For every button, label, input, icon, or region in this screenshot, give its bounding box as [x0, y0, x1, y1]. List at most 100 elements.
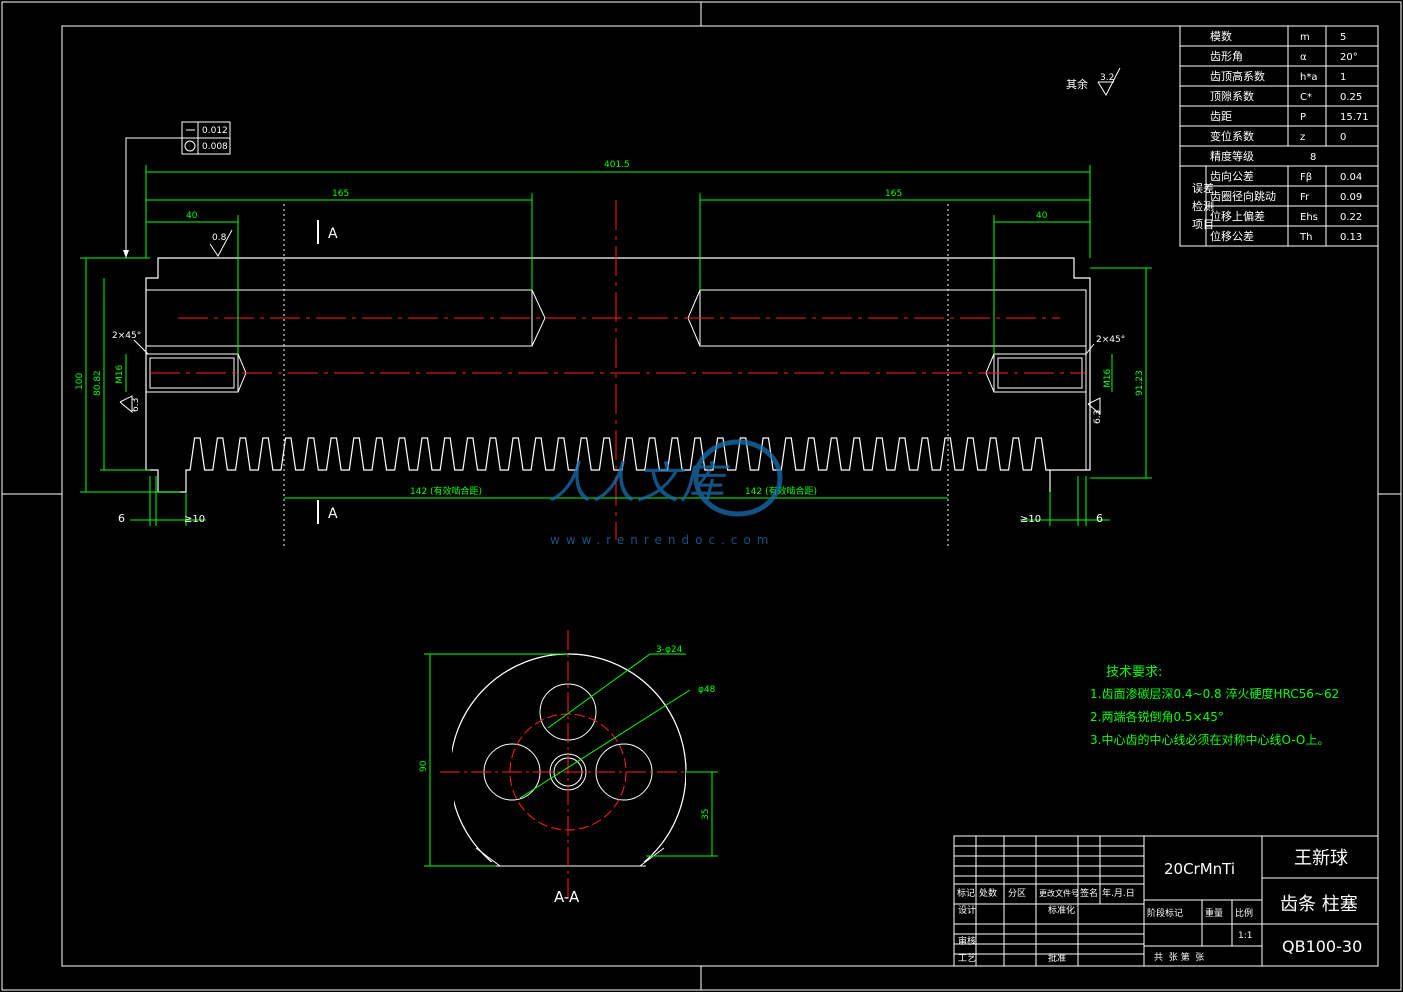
param-sym-2: h*a — [1300, 72, 1317, 83]
tb-h-chushu: 处数 — [979, 887, 997, 899]
param-val-3: 0.25 — [1340, 92, 1362, 103]
tb-scale: 1:1 — [1238, 931, 1252, 941]
param-label-10: 位移公差 — [1210, 229, 1254, 243]
tech-requirements: 技术要求: 1.齿面渗碳层深0.4~0.8 淬火硬度HRC56~62 2.两端各… — [1090, 665, 1339, 747]
rack-main-view — [145, 257, 1091, 493]
param-group-label-3: 项目 — [1192, 218, 1214, 231]
tb-h-gengai: 更改文件号 — [1039, 888, 1079, 898]
param-label-7: 齿向公差 — [1210, 169, 1254, 183]
param-val-9: 0.22 — [1340, 212, 1362, 223]
param-val-1: 20° — [1340, 52, 1358, 63]
param-val-6: 8 — [1310, 152, 1316, 163]
tb-r-gongyi: 工艺 — [958, 953, 976, 964]
dim-height-mid-left: 80.82 — [93, 370, 103, 396]
param-val-7: 0.04 — [1340, 172, 1362, 183]
section-aa: 3-φ24 φ48 90 35 A-A — [419, 630, 718, 906]
param-label-9: 位移上偏差 — [1210, 209, 1265, 223]
dim-left-165: 165 — [332, 189, 349, 199]
param-label-3: 顶隙系数 — [1210, 89, 1254, 103]
dim-right-165: 165 — [885, 189, 902, 199]
dim-total: 401.5 — [604, 160, 630, 170]
rough-left: 6.3 — [131, 398, 141, 412]
section-a-bottom: A — [328, 506, 338, 522]
tb-h-zhongliang: 重量 — [1205, 907, 1223, 919]
section-flat-label: 35 — [701, 809, 711, 820]
param-val-8: 0.09 — [1340, 192, 1362, 203]
section-pcd-label: φ48 — [698, 685, 716, 695]
dim-right-ge10: ≥10 — [1020, 514, 1041, 525]
param-label-5: 变位系数 — [1210, 129, 1254, 143]
dim-left-ge10: ≥10 — [184, 514, 205, 525]
dim-m16-right: M16 — [1103, 369, 1113, 388]
param-val-0: 5 — [1340, 32, 1346, 43]
param-label-2: 齿顶高系数 — [1210, 69, 1265, 83]
param-label-8: 齿圈径向跳动 — [1210, 189, 1276, 203]
dim-left-6: 6 — [118, 512, 125, 525]
tb-h-biaoji: 标记 — [957, 887, 975, 899]
rough-right: 6.3 — [1093, 410, 1103, 424]
surface-note-label: 其余 — [1066, 77, 1088, 91]
tolerance-value-1: 0.012 — [202, 126, 228, 136]
watermark-brand: 人人文库 — [548, 458, 731, 509]
param-label-6: 精度等级 — [1210, 149, 1254, 163]
tb-designer-name: 王新球 — [1294, 848, 1348, 869]
param-val-2: 1 — [1340, 72, 1346, 83]
dim-right-40: 40 — [1036, 211, 1048, 221]
tb-part-name: 齿条 柱塞 — [1280, 894, 1358, 915]
tb-r-shenhe: 审核 — [958, 935, 976, 947]
dim-pitch-right: 142 (有效啮合距) — [745, 485, 817, 497]
tb-h-date: 年.月.日 — [1102, 887, 1135, 899]
param-sym-1: α — [1300, 52, 1307, 63]
param-sym-10: Th — [1299, 232, 1312, 243]
section-holes-label: 3-φ24 — [656, 645, 683, 655]
center-lines — [150, 200, 1085, 540]
param-sym-7: Fβ — [1300, 172, 1312, 183]
tb-drawing-no: QB100-30 — [1282, 937, 1362, 956]
tech-item-2: 2.两端各锐倒角0.5×45° — [1090, 709, 1224, 724]
tb-h-bili: 比例 — [1235, 907, 1253, 919]
tb-r-sheji: 设计 — [958, 904, 976, 916]
title-block: 20CrMnTi 王新球 齿条 柱塞 QB100-30 标记 处数 分区 更改文… — [953, 835, 1379, 967]
dim-m16-left: M16 — [115, 365, 125, 384]
dim-pitch-left: 142 (有效啮合距) — [410, 485, 482, 497]
tech-title: 技术要求: — [1106, 665, 1162, 680]
param-sym-8: Fr — [1300, 192, 1310, 203]
surface-note: 其余 3.2 — [1066, 67, 1121, 97]
tolerance-frame: 0.012 0.008 — [123, 121, 231, 258]
inner-frame — [61, 25, 1379, 967]
tech-item-1: 1.齿面渗碳层深0.4~0.8 淬火硬度HRC56~62 — [1090, 686, 1339, 701]
rack-body — [145, 257, 1091, 493]
section-a-top: A — [328, 226, 338, 242]
tb-material: 20CrMnTi — [1164, 860, 1235, 878]
param-sym-9: Ehs — [1300, 212, 1318, 223]
param-val-4: 15.71 — [1340, 112, 1369, 123]
dimensions: 401.5 165 165 40 40 0.8 142 (有效啮合距) 142 … — [75, 160, 1152, 526]
tb-r-biaozhunhua: 标准化 — [1048, 904, 1075, 916]
tb-h-jieduan: 阶段标记 — [1147, 907, 1183, 919]
param-val-5: 0 — [1340, 132, 1346, 143]
chamfer-right: 2×45° — [1096, 335, 1125, 345]
tb-r-pizhun: 批准 — [1048, 952, 1066, 964]
param-label-0: 模数 — [1210, 30, 1232, 43]
dim-left-40: 40 — [186, 211, 198, 221]
chamfer-left: 2×45° — [112, 331, 141, 341]
param-val-10: 0.13 — [1340, 232, 1362, 243]
tb-h-qianming: 签名 — [1080, 887, 1098, 899]
section-dia-label: 90 — [419, 760, 429, 772]
tb-h-fenqu: 分区 — [1008, 888, 1026, 899]
dim-right-6: 6 — [1096, 512, 1103, 525]
param-label-1: 齿形角 — [1210, 50, 1243, 63]
watermark: 人人文库 www.renrendoc.com — [548, 439, 783, 547]
surface-note-value: 3.2 — [1100, 73, 1114, 83]
param-group-label-1: 误差 — [1192, 181, 1214, 195]
tech-item-3: 3.中心齿的中心线必须在对称中心线O-O上。 — [1090, 732, 1329, 747]
watermark-url: www.renrendoc.com — [550, 533, 774, 547]
section-markers: A A — [283, 204, 949, 546]
param-sym-0: m — [1300, 32, 1310, 43]
param-label-4: 齿距 — [1210, 110, 1232, 123]
param-group-label-2: 检测 — [1192, 199, 1214, 213]
section-title: A-A — [554, 888, 580, 906]
tolerance-value-2: 0.008 — [202, 142, 228, 152]
